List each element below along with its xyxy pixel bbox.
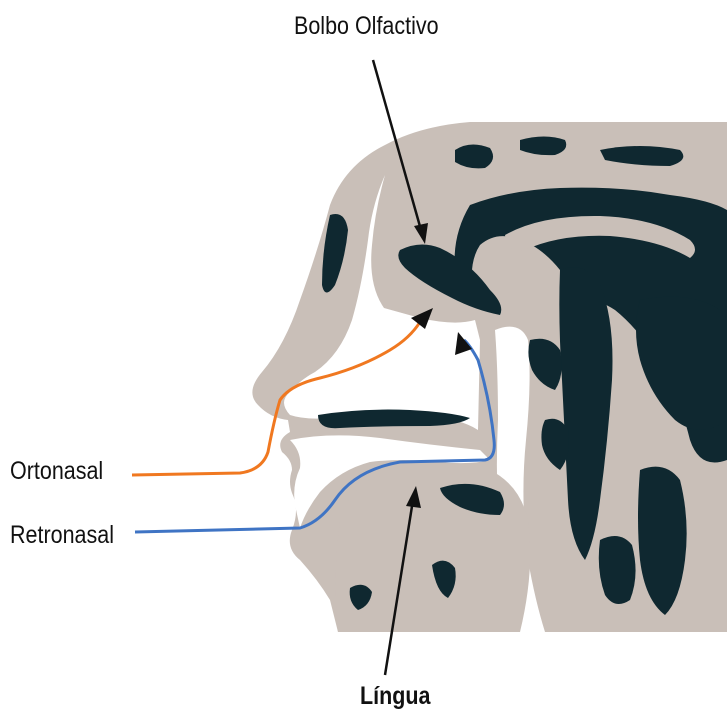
skull-tissue-1 xyxy=(455,144,493,168)
retronasal-label: Retronasal xyxy=(10,523,114,548)
tongue-label: Língua xyxy=(360,684,430,709)
tongue-shape xyxy=(335,464,530,632)
olfactory-bulb-label: Bolbo Olfactivo xyxy=(294,14,439,39)
orthonasal-label: Ortonasal xyxy=(10,459,103,484)
